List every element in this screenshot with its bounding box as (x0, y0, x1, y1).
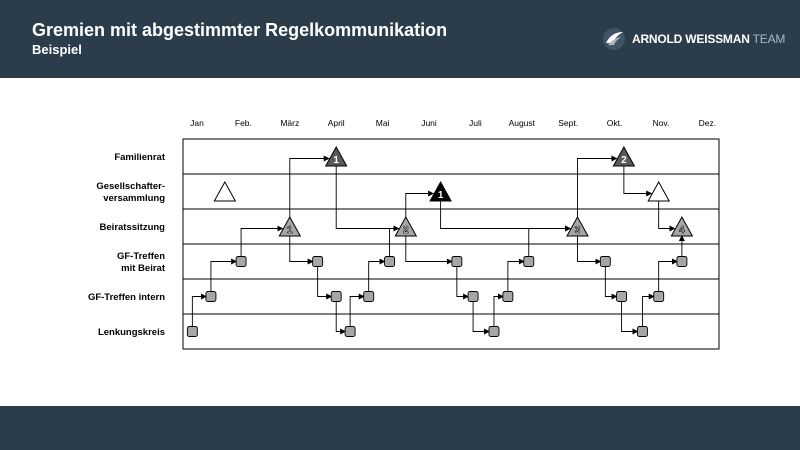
meeting-number-5: 3 (575, 225, 581, 236)
meeting-square-0 (186, 326, 198, 337)
connector-arrow-25 (641, 293, 655, 327)
meeting-number-3: 2 (403, 225, 409, 236)
meeting-number-8: 4 (679, 225, 685, 236)
row-label-4-0: GF-Treffen intern (88, 292, 165, 303)
meeting-square-2 (235, 256, 247, 267)
logo-suffix: TEAM (752, 32, 786, 46)
connector-arrow-16 (493, 293, 504, 327)
connector-arrow-5 (289, 236, 314, 265)
page-title: Gremien mit abgestimmter Regelkommunikat… (32, 20, 448, 40)
connector-arrow-18 (528, 225, 571, 257)
meeting-triangle-7 (647, 180, 671, 202)
connector-arrow-17 (507, 258, 525, 292)
connector-arrow-21 (658, 201, 676, 232)
month-label-0: Jan (190, 118, 204, 128)
connector-arrow-22 (577, 236, 602, 265)
connector-arrow-24 (621, 301, 639, 335)
connector-arrow-11 (405, 190, 435, 217)
meeting-square-3 (312, 256, 324, 267)
row-label-0-0: Familienrat (114, 152, 166, 163)
meeting-square-7 (384, 256, 396, 267)
row-label-3-0: GF-Treffen (117, 251, 165, 262)
row-label-1-1: versammlung (103, 193, 165, 204)
meeting-triangle-4 (429, 180, 452, 202)
meeting-square-11 (502, 291, 514, 302)
connector-arrow-23 (604, 266, 618, 300)
meeting-square-15 (636, 326, 648, 337)
month-label-11: Dez. (699, 118, 716, 128)
connector-arrow-15 (472, 301, 490, 335)
connector-arrow-6 (317, 266, 333, 300)
meeting-triangle-1 (278, 215, 302, 237)
meeting-number-2: 1 (333, 155, 339, 166)
connector-arrow-19 (577, 155, 618, 217)
header-bar: Gremien mit abgestimmter Regelkommunikat… (0, 0, 800, 78)
row-label-1-0: Gesellschafter- (96, 181, 165, 192)
month-label-10: Nov. (653, 118, 670, 128)
meeting-triangle-3 (394, 215, 418, 237)
meeting-triangle-2 (324, 145, 348, 167)
meeting-square-16 (653, 291, 665, 302)
meeting-square-1 (205, 291, 217, 302)
meeting-square-13 (599, 256, 611, 267)
connector-arrow-13 (405, 236, 453, 265)
month-label-2: März (280, 118, 299, 128)
meeting-square-8 (451, 256, 463, 267)
page-subtitle: Beispiel (32, 42, 82, 57)
connector-arrow-9 (368, 258, 386, 292)
meeting-number-6: 2 (621, 155, 627, 166)
connector-arrow-4 (335, 166, 400, 232)
connector-arrow-0 (191, 293, 207, 327)
month-label-9: Okt. (607, 118, 623, 128)
month-label-5: Juni (421, 118, 437, 128)
meeting-square-4 (330, 291, 342, 302)
month-label-8: Sept. (558, 118, 578, 128)
footer-bar (0, 406, 800, 450)
meeting-triangle-0 (213, 180, 237, 202)
connector-arrow-10 (389, 225, 400, 257)
meeting-number-1: 1 (287, 225, 293, 236)
connector-arrow-12 (440, 201, 571, 232)
meeting-square-17 (676, 256, 688, 267)
row-label-2-0: Beiratssitzung (100, 222, 166, 233)
meeting-square-14 (616, 291, 628, 302)
meeting-square-10 (488, 326, 500, 337)
connector-arrow-26 (658, 258, 678, 292)
row-label-5-0: Lenkungskreis (98, 327, 165, 338)
meeting-triangle-5 (566, 215, 589, 237)
row-label-3-1: mit Beirat (121, 263, 166, 274)
wing-logo-icon (603, 28, 625, 50)
month-label-4: Mai (376, 118, 390, 128)
month-label-7: August (509, 118, 536, 128)
connector-arrow-1 (210, 258, 238, 292)
meeting-triangle-8 (670, 215, 694, 237)
connector-arrow-7 (335, 301, 347, 335)
month-label-3: April (328, 118, 345, 128)
connector-arrow-2 (240, 225, 284, 257)
meeting-square-12 (523, 256, 535, 267)
connector-arrow-14 (456, 266, 470, 300)
month-label-6: Juli (469, 118, 482, 128)
connector-arrow-8 (349, 293, 365, 327)
connector-arrow-3 (289, 155, 330, 217)
meeting-square-5 (344, 326, 356, 337)
logo-name: ARNOLD WEISSMAN (632, 32, 750, 46)
meeting-square-6 (363, 291, 375, 302)
meeting-number-4: 1 (438, 190, 444, 201)
month-label-1: Feb. (235, 118, 252, 128)
meeting-triangle-6 (612, 145, 636, 167)
meeting-square-9 (467, 291, 479, 302)
connector-arrow-20 (623, 166, 653, 197)
